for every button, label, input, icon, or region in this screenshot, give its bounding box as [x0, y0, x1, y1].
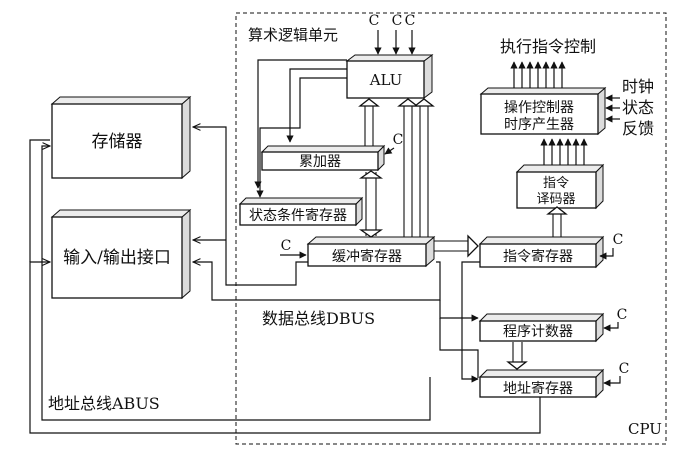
pc-to-ar-link: [512, 342, 523, 364]
feedback-label: 反馈: [622, 119, 654, 138]
address-register-label: 地址寄存器: [503, 380, 573, 397]
dbus-pc-branch: [439, 300, 479, 322]
program-counter-label: 程序计数器: [503, 324, 573, 340]
controller-line1: 操作控制器: [504, 100, 574, 116]
decoder-to-controller-arrows: [540, 138, 588, 165]
address-bus-memory-hook: [29, 139, 50, 262]
clock-label: 时钟: [622, 77, 654, 96]
alu-c2-label: C: [392, 13, 403, 29]
alu-label: ALU: [369, 71, 403, 89]
cpu-boundary: [235, 12, 667, 445]
alu-status-left-path: [254, 59, 347, 189]
buffer-to-ir-link: [434, 240, 470, 252]
alu-to-accumulator-path: [286, 68, 347, 143]
ir-addr-to-ar: [461, 261, 480, 383]
address-bus-path: [29, 262, 541, 434]
alu-unit: ALU: [345, 54, 434, 99]
io-interface-label: 输入/输出接口: [63, 248, 171, 268]
decoder-line1: 指令: [543, 176, 569, 191]
status-register-unit: 状态条件寄存器: [238, 196, 364, 227]
io-interface-unit: 输入/输出接口: [50, 208, 192, 300]
program-counter-unit: 程序计数器 C: [478, 307, 628, 343]
instruction-register-label: 指令寄存器: [503, 248, 573, 265]
alu-c1-label: C: [369, 13, 380, 29]
instruction-register-unit: 指令寄存器 C: [478, 232, 624, 269]
address-register-unit: 地址寄存器 C: [478, 361, 630, 399]
data-bus-label: 数据总线DBUS: [262, 309, 375, 328]
cpu-label: CPU: [628, 420, 662, 438]
data-bus-to-pc: [193, 262, 441, 301]
status-register-label: 状态条件寄存器: [249, 207, 347, 224]
status-label: 状态: [622, 98, 654, 117]
operation-controller-unit: 操作控制器 时序产生器: [479, 86, 607, 136]
alu-c3-label: C: [405, 13, 416, 29]
accumulator-label: 累加器: [299, 154, 341, 170]
controller-line2: 时序产生器: [504, 117, 574, 133]
memory-unit: 存储器: [50, 95, 192, 180]
buffer-alu-link2: [419, 104, 429, 237]
alu-to-status-path: [256, 77, 347, 198]
accumulator-alu-link: [364, 104, 374, 146]
address-bus-memory-branch: [41, 146, 431, 421]
pc-ir-addr: [439, 318, 479, 378]
exec-control-label: 执行指令控制: [500, 37, 596, 56]
accumulator-unit: 累加器 C: [260, 132, 404, 172]
buffer-register-unit: 缓冲寄存器 C: [280, 235, 436, 268]
accumulator-c-label: C: [393, 132, 404, 148]
address-bus-label: 地址总线ABUS: [48, 394, 160, 413]
ir-to-decoder-path: [552, 212, 562, 237]
alu-group-label: 算术逻辑单元: [248, 26, 338, 44]
instruction-decoder-unit: 指令 译码器: [515, 163, 605, 210]
data-bus-path: [193, 127, 308, 286]
exec-control-arrows: [510, 61, 566, 88]
ar-c-label: C: [619, 361, 630, 377]
pc-c-label: C: [617, 307, 628, 323]
accumulator-buffer-link: [365, 172, 377, 236]
ir-c-label: C: [613, 232, 624, 248]
memory-label: 存储器: [92, 132, 143, 152]
clock-status-feedback: 时钟 状态 反馈: [605, 77, 654, 138]
buffer-alu-link: [403, 104, 413, 237]
buffer-c-label: C: [281, 238, 292, 254]
decoder-line2: 译码器: [536, 192, 575, 207]
alu-control-inputs: C C C: [369, 13, 416, 55]
buffer-register-label: 缓冲寄存器: [332, 248, 402, 265]
